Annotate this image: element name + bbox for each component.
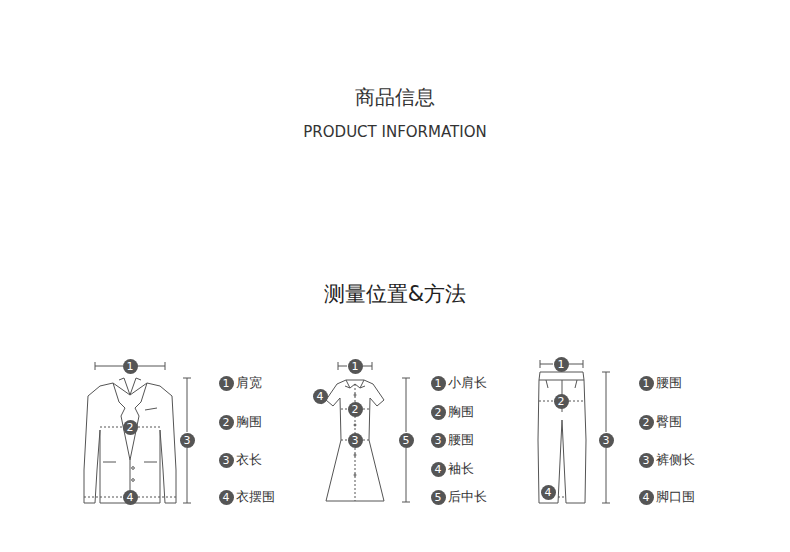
- callout-number: 1: [348, 359, 363, 374]
- callout-number: 2: [219, 415, 234, 430]
- measurement-name: 后中长: [448, 488, 487, 506]
- callout-number: 4: [431, 462, 446, 477]
- measurement-name: 袖长: [448, 460, 474, 478]
- callout-number: 5: [399, 433, 414, 448]
- measurement-name: 衣长: [236, 451, 262, 469]
- measurement-name: 裤侧长: [656, 451, 695, 469]
- measurement-name: 肩宽: [236, 374, 262, 392]
- callout-number: 3: [219, 453, 234, 468]
- callout-number: 4: [541, 485, 556, 500]
- callout-number: 3: [180, 433, 195, 448]
- section-heading: 测量位置&方法: [324, 280, 466, 308]
- callout-number: 2: [639, 415, 654, 430]
- measurement-name: 衣摆围: [236, 488, 275, 506]
- measurement-name: 腰围: [448, 431, 474, 449]
- callout-number: 3: [348, 433, 363, 448]
- page-title: 商品信息: [355, 84, 435, 111]
- callout-number: 1: [431, 376, 446, 391]
- callout-number: 1: [219, 376, 234, 391]
- measurement-name: 胸围: [236, 413, 262, 431]
- callout-number: 2: [431, 405, 446, 420]
- callout-number: 3: [431, 433, 446, 448]
- measurement-name: 小肩长: [448, 374, 487, 392]
- callout-number: 4: [639, 490, 654, 505]
- callout-number: 1: [554, 357, 569, 372]
- callout-number: 2: [348, 402, 363, 417]
- callout-number: 1: [123, 359, 138, 374]
- callout-number: 4: [313, 389, 328, 404]
- measurement-name: 脚口围: [656, 488, 695, 506]
- callout-number: 3: [639, 453, 654, 468]
- subtitle: PRODUCT INFORMATION: [303, 123, 486, 141]
- callout-number: 4: [219, 490, 234, 505]
- callout-number: 2: [554, 394, 569, 409]
- callout-number: 4: [123, 490, 138, 505]
- callout-number: 2: [123, 420, 138, 435]
- measurement-name: 臀围: [656, 413, 682, 431]
- callout-number: 5: [431, 490, 446, 505]
- callout-number: 1: [639, 376, 654, 391]
- callout-number: 3: [599, 433, 614, 448]
- measurement-name: 腰围: [656, 374, 682, 392]
- measurement-name: 胸围: [448, 403, 474, 421]
